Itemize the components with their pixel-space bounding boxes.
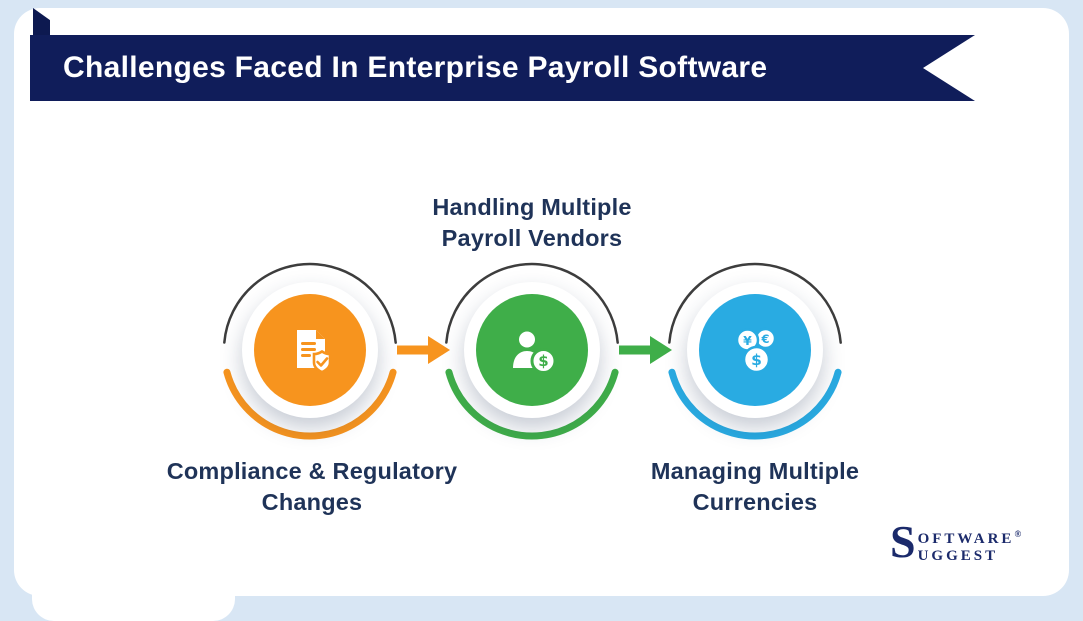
icon-disc bbox=[254, 294, 366, 406]
multi-currency-coins-icon: € ¥ $ bbox=[735, 327, 777, 374]
svg-text:$: $ bbox=[751, 351, 762, 369]
title-banner: Challenges Faced In Enterprise Payroll S… bbox=[30, 35, 975, 101]
svg-text:€: € bbox=[760, 332, 769, 346]
step-node-payroll-vendors: $ bbox=[437, 255, 627, 445]
connector-arrow-icon bbox=[619, 336, 672, 364]
svg-text:$: $ bbox=[538, 352, 548, 370]
page-title: Challenges Faced In Enterprise Payroll S… bbox=[63, 51, 768, 84]
icon-disc: € ¥ $ bbox=[699, 294, 811, 406]
progress-ring bbox=[665, 260, 845, 440]
connector-arrow-icon bbox=[397, 336, 450, 364]
progress-ring bbox=[220, 260, 400, 440]
step-label-payroll-vendors: Handling Multiple Payroll Vendors bbox=[432, 194, 632, 251]
logo-initial: S bbox=[890, 516, 916, 567]
step-label-compliance: Compliance & Regulatory Changes bbox=[166, 458, 458, 515]
step-node-compliance bbox=[215, 255, 405, 445]
step-node-currencies: € ¥ $ bbox=[660, 255, 850, 445]
step-label-currencies: Managing Multiple Currencies bbox=[650, 458, 860, 515]
svg-text:¥: ¥ bbox=[743, 333, 752, 348]
payroll-vendor-person-coin-icon: $ bbox=[513, 331, 557, 374]
progress-ring bbox=[442, 260, 622, 440]
bottom-white-tab bbox=[32, 579, 235, 621]
logo-word-software: OFTWARE® bbox=[917, 529, 1022, 547]
icon-disc: $ bbox=[476, 294, 588, 406]
compliance-document-shield-icon bbox=[297, 330, 332, 374]
registered-mark: ® bbox=[1014, 529, 1022, 539]
brand-logo: S OFTWARE® UGGEST bbox=[890, 516, 1060, 567]
logo-word-suggest: UGGEST bbox=[917, 548, 999, 564]
